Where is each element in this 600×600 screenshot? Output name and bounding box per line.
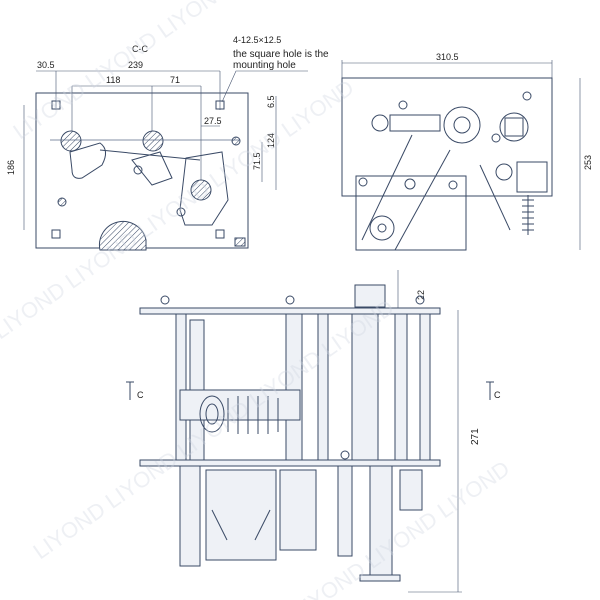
side-view: 310.5 253 bbox=[341, 52, 593, 251]
dim-124: 124 bbox=[266, 133, 276, 148]
dim-310-5: 310.5 bbox=[436, 52, 459, 62]
dim-27-5: 27.5 bbox=[204, 116, 222, 126]
section-mark-left: C bbox=[137, 390, 144, 400]
section-view-cc: C-C 30.5 239 118 71 27.5 186 6.5 124 71.… bbox=[6, 35, 329, 251]
lower-plate bbox=[355, 175, 467, 251]
note-text-1: the square hole is the bbox=[233, 49, 329, 60]
dim-22: 22 bbox=[416, 290, 426, 300]
cam-disk bbox=[98, 220, 147, 251]
dim-118: 118 bbox=[106, 75, 120, 85]
mounting-hole bbox=[51, 229, 61, 239]
note-hole-size: 4-12.5×12.5 bbox=[233, 35, 281, 45]
section-title: C-C bbox=[132, 44, 148, 54]
front-view: 22 271 C C bbox=[126, 270, 501, 593]
dim-186: 186 bbox=[6, 160, 16, 175]
dim-239: 239 bbox=[128, 60, 143, 70]
dim-71: 71 bbox=[170, 75, 180, 85]
dim-271: 271 bbox=[470, 428, 481, 445]
mounting-hole bbox=[51, 100, 61, 110]
dim-30-5: 30.5 bbox=[37, 60, 55, 70]
section-mark-right: C bbox=[494, 390, 501, 400]
mounting-hole bbox=[215, 100, 225, 110]
mounting-hole bbox=[215, 229, 225, 239]
note-text-2: mounting hole bbox=[233, 60, 296, 71]
dim-71-5: 71.5 bbox=[252, 152, 262, 170]
dim-6-5: 6.5 bbox=[266, 95, 276, 108]
svg-text:LIYOND LIYOND LIYOND LIYOND: LIYOND LIYOND LIYOND LIYOND bbox=[9, 0, 307, 144]
dim-253: 253 bbox=[583, 155, 593, 170]
side-plate bbox=[341, 77, 553, 197]
